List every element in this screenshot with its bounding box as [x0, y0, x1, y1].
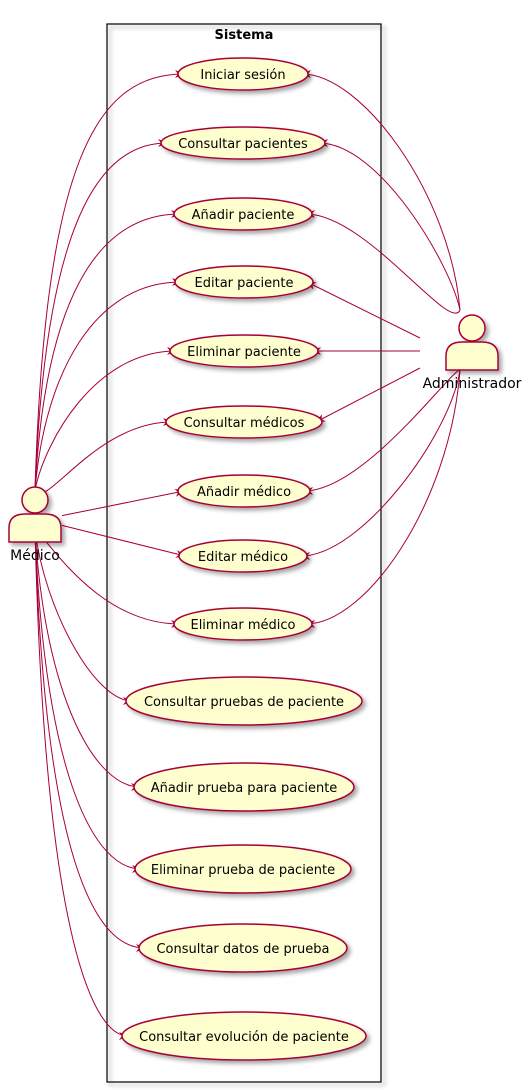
user-icon	[8, 486, 62, 543]
use-case-ellipse	[169, 334, 319, 368]
association-medico-anadir-medico	[61, 488, 185, 517]
association-medico-eliminar-paciente	[34, 347, 177, 491]
use-case-consultar-pruebas-paciente: Consultar pruebas de paciente	[125, 676, 363, 726]
system-boundary	[106, 23, 382, 1083]
association-administrador-consultar-medicos	[315, 367, 421, 423]
use-case-editar-paciente: Editar paciente	[174, 265, 314, 299]
actor-administrador-label: Administrador	[423, 376, 522, 392]
use-case-eliminar-prueba-paciente: Eliminar prueba de paciente	[134, 844, 352, 894]
use-case-ellipse	[121, 1011, 367, 1061]
use-case-ellipse	[178, 539, 308, 573]
association-medico-consultar-pacientes	[34, 139, 168, 491]
use-case-ellipse	[133, 762, 355, 812]
use-case-consultar-datos-prueba: Consultar datos de prueba	[138, 923, 348, 973]
use-case-consultar-evolucion-paciente: Consultar evolución de paciente	[121, 1011, 367, 1061]
use-case-label: Consultar pruebas de paciente	[144, 695, 344, 710]
association-medico-iniciar-sesion	[34, 70, 185, 491]
use-case-label: Consultar evolución de paciente	[139, 1030, 349, 1045]
association-administrador-consultar-pacientes	[318, 139, 461, 311]
use-case-consultar-medicos: Consultar médicos	[165, 405, 323, 439]
use-case-ellipse	[174, 265, 314, 299]
use-case-label: Editar médico	[198, 550, 288, 565]
use-case-label: Eliminar paciente	[187, 345, 301, 360]
use-case-eliminar-paciente: Eliminar paciente	[169, 334, 319, 368]
use-case-ellipse	[134, 844, 352, 894]
association-medico-editar-paciente	[34, 278, 182, 491]
use-case-ellipse	[173, 607, 313, 641]
association-medico-consultar-evolucion-paciente	[34, 529, 129, 1040]
use-case-ellipse	[165, 405, 323, 439]
association-medico-consultar-medicos	[34, 418, 173, 494]
use-case-ellipse	[177, 474, 311, 508]
use-case-iniciar-sesion: Iniciar sesión	[177, 57, 309, 91]
association-medico-anadir-paciente	[34, 210, 181, 491]
association-administrador-anadir-medico	[303, 369, 461, 495]
association-medico-eliminar-prueba-paciente	[34, 529, 142, 873]
association-medico-anadir-prueba-paciente	[34, 529, 141, 791]
use-case-ellipse	[138, 923, 348, 973]
association-administrador-editar-paciente	[306, 281, 421, 339]
association-medico-consultar-datos-prueba	[34, 529, 146, 952]
use-case-label: Eliminar prueba de paciente	[151, 863, 335, 878]
use-case-label: Eliminar médico	[190, 618, 295, 633]
association-administrador-editar-medico	[300, 369, 461, 560]
association-medico-consultar-pruebas-paciente	[34, 529, 133, 705]
use-case-ellipse	[160, 126, 326, 160]
user-icon	[445, 314, 499, 371]
use-case-label: Iniciar sesión	[200, 68, 285, 83]
use-case-label: Consultar médicos	[184, 416, 305, 431]
system-title: Sistema	[215, 28, 274, 43]
use-case-ellipse	[125, 676, 363, 726]
use-case-label: Añadir prueba para paciente	[151, 781, 338, 796]
use-case-label: Consultar pacientes	[178, 137, 308, 152]
use-case-consultar-pacientes: Consultar pacientes	[160, 126, 326, 160]
use-case-label: Consultar datos de prueba	[156, 942, 329, 957]
actor-medico: Médico	[8, 486, 62, 564]
use-case-editar-medico: Editar médico	[178, 539, 308, 573]
use-case-label: Editar paciente	[195, 276, 294, 291]
use-case-anadir-prueba-paciente: Añadir prueba para paciente	[133, 762, 355, 812]
association-administrador-iniciar-sesion	[301, 70, 461, 311]
use-case-anadir-paciente: Añadir paciente	[173, 197, 313, 231]
use-case-eliminar-medico: Eliminar médico	[173, 607, 313, 641]
use-case-ellipse	[173, 197, 313, 231]
use-case-anadir-medico: Añadir médico	[177, 474, 311, 508]
use-case-label: Añadir médico	[197, 485, 291, 500]
actor-medico-label: Médico	[10, 548, 60, 564]
association-administrador-anadir-paciente	[305, 210, 461, 314]
use-case-ellipse	[177, 57, 309, 91]
use-case-label: Añadir paciente	[192, 208, 295, 223]
association-medico-editar-medico	[61, 524, 186, 558]
actor-administrador: Administrador	[423, 314, 522, 392]
association-administrador-eliminar-medico	[305, 369, 461, 628]
